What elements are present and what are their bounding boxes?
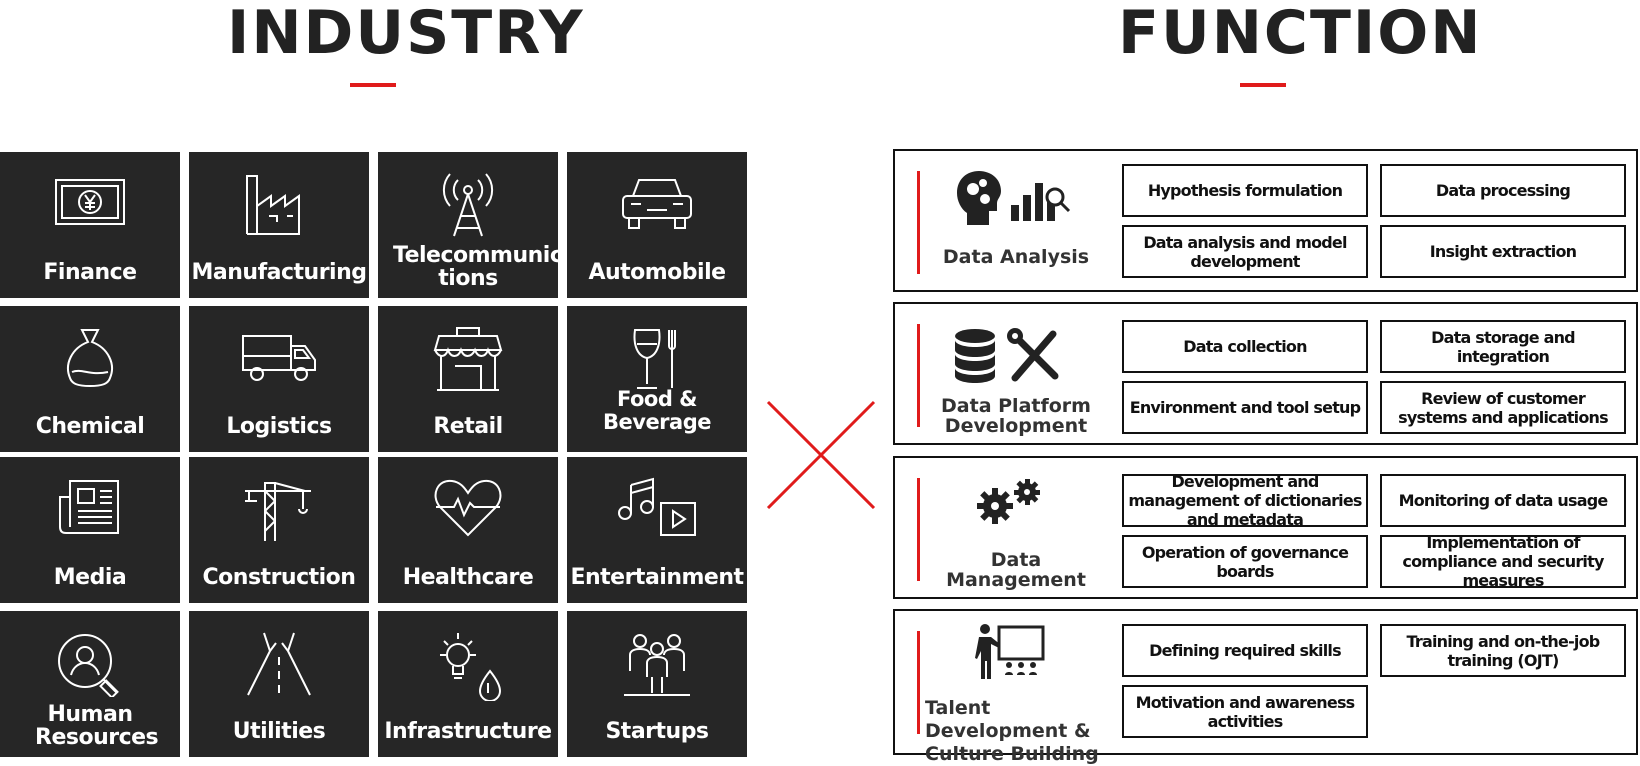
tile-infrastructure: Infrastructure [378,611,558,757]
cross-icon [766,400,876,510]
function-item: Environment and tool setup [1122,381,1368,434]
tile-telecom: Telecommunica-tions [378,152,586,298]
team-icon [624,634,690,696]
crane-icon [245,482,311,541]
industry-grid: Finance Manufacturing Telecommunica-tion… [0,152,750,757]
tile-automobile: Automobile [567,152,747,298]
road-icon [247,632,311,696]
function-item: Insight extraction [1380,225,1626,278]
function-underline [1240,83,1286,87]
panel-talent-development: Talent Development & Culture Building De… [893,609,1638,765]
tile-label: Automobile [588,260,726,285]
tile-label: Human Resources [35,702,159,750]
industry-underline [350,83,396,87]
tile-label: Retail [433,414,503,439]
tile-label: Food & Beverage [603,387,711,434]
tile-label: Construction [202,565,356,590]
music-video-icon [618,477,696,536]
function-item: Development and management of dictionari… [1122,472,1368,529]
heartbeat-icon [434,479,502,537]
person-search-icon [58,634,119,697]
tile-manufacturing: Manufacturing [189,152,369,298]
function-item: Implementation of compliance and securit… [1380,533,1626,590]
panel-accent-bar [917,478,920,581]
panel-title: Data Platform Development [941,395,1091,437]
panel-title: Talent Development & Culture Building [925,697,1099,765]
function-item: Monitoring of data usage [1380,474,1626,527]
tile-label: Healthcare [402,565,534,590]
tile-media: Media [0,457,180,603]
factory-icon [246,175,300,235]
tile-food: Food & Beverage [567,306,747,452]
tile-chemical: Chemical [0,306,180,452]
tile-finance: Finance [0,152,180,298]
function-item: Review of customer systems and applicati… [1380,381,1626,434]
tile-utilities: Utilities [189,611,369,757]
tile-entertainment: Entertainment [567,457,747,603]
tile-label: Logistics [226,414,332,439]
panel-title: Data Analysis [942,246,1090,268]
tile-label: Entertainment [570,565,744,590]
banknote-yen-icon [55,179,125,225]
antenna-icon [442,173,494,237]
tile-healthcare: Healthcare [378,457,558,603]
function-item: Data collection [1122,320,1368,373]
tile-retail: Retail [378,306,558,452]
tile-construction: Construction [189,457,369,603]
newspaper-icon [59,480,119,534]
tile-hr: Human Resources [0,611,180,757]
panel-data-platform: Data Platform Development Data collectio… [893,302,1638,445]
tile-label: Media [53,565,127,590]
analysis-head-chart-icon [957,171,1071,225]
panel-data-management: Data Management Development and manageme… [893,456,1638,599]
tile-startups: Startups [567,611,747,757]
tile-label: Startups [605,719,709,744]
flask-icon [67,329,113,388]
panel-title: Data Management [946,549,1086,591]
car-icon [622,179,692,229]
tile-label: Infrastructure [384,719,552,744]
panel-accent-bar [917,631,920,734]
truck-icon [242,335,316,381]
panel-data-analysis: Data Analysis Hypothesis formulation Dat… [893,149,1638,292]
tile-label: Manufacturing [191,260,368,285]
presenter-board-icon [975,624,1045,679]
function-item: Data analysis and model development [1122,225,1368,278]
tile-label: Telecommunica-tions [393,243,586,291]
industry-heading: INDUSTRY [227,0,585,68]
glass-fork-icon [633,329,676,389]
tile-label: Finance [43,260,137,285]
function-item: Data processing [1380,164,1626,217]
bulb-drop-icon [440,633,502,701]
panel-accent-bar [917,324,920,427]
storefront-icon [433,327,503,391]
function-item: Operation of governance boards [1122,535,1368,588]
tile-label: Utilities [232,719,326,744]
function-heading: FUNCTION [1118,0,1483,68]
function-item: Hypothesis formulation [1122,164,1368,217]
tile-logistics: Logistics [189,306,369,452]
tile-label: Chemical [35,414,145,439]
function-item: Motivation and awareness activities [1122,685,1368,738]
function-item: Training and on-the-job training (OJT) [1380,624,1626,677]
gears-icon [977,479,1040,524]
database-tools-icon [955,328,1059,383]
panel-accent-bar [917,171,920,274]
function-item: Defining required skills [1122,624,1368,677]
function-item: Data storage and integration [1380,320,1626,373]
